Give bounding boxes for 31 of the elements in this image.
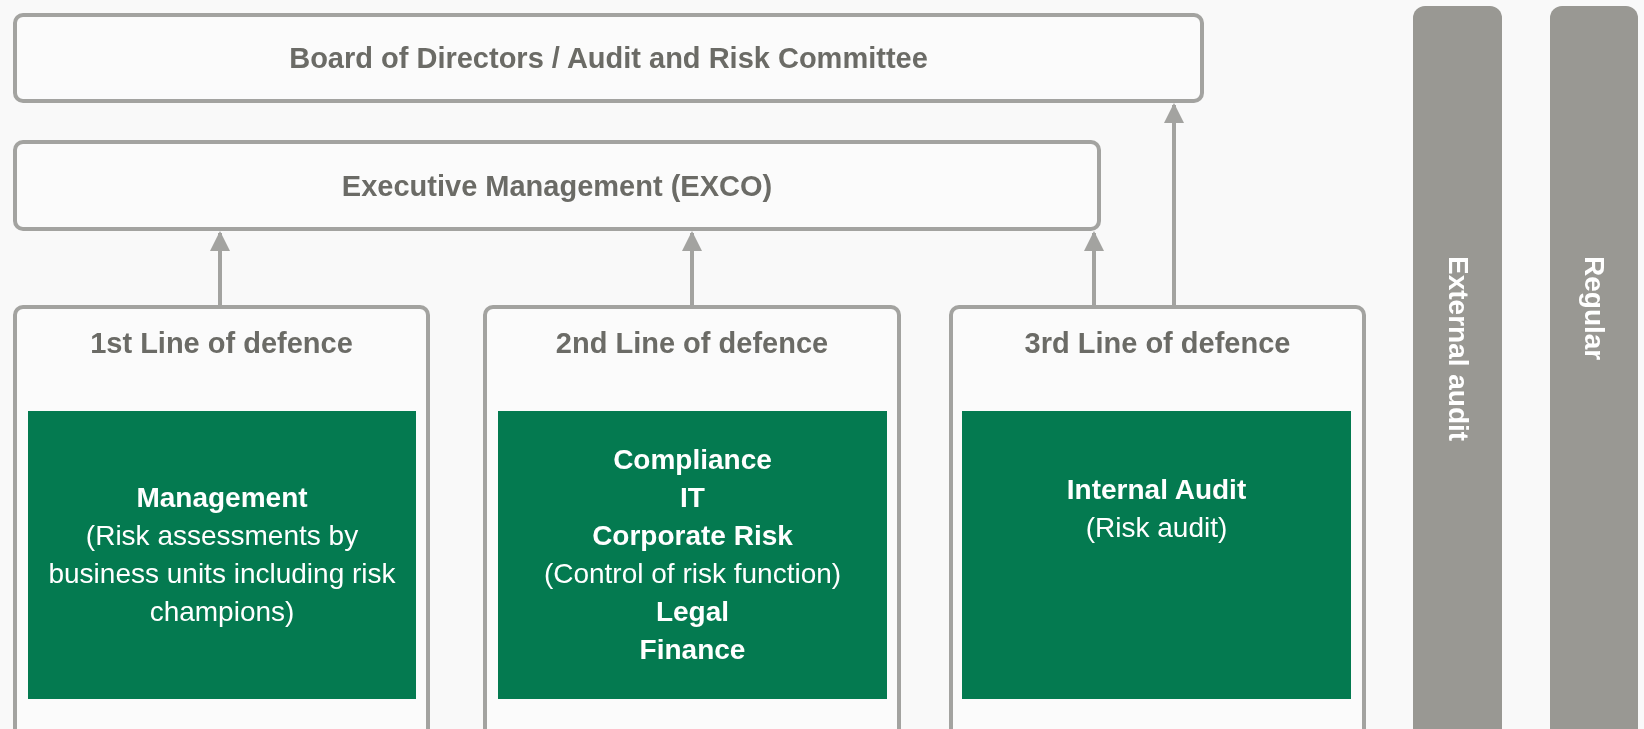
box-label: Executive Management (EXCO) xyxy=(340,169,774,202)
function-title: Management xyxy=(136,481,308,515)
function-description: (Risk audit) xyxy=(1085,511,1228,545)
bar-label: External audit xyxy=(1441,256,1474,442)
arrow xyxy=(1164,103,1184,305)
arrow xyxy=(210,231,230,305)
panel-heading: 3rd Line of defence xyxy=(1023,327,1292,360)
box-label: Board of Directors / Audit and Risk Committee xyxy=(288,41,929,75)
function-box xyxy=(962,411,1351,699)
management-box xyxy=(13,140,1101,231)
arrow xyxy=(1084,231,1104,305)
board-box xyxy=(13,13,1204,103)
panel-heading: 1st Line of defence xyxy=(89,327,354,360)
function-title: Legal xyxy=(655,595,730,629)
vertical-bar xyxy=(1550,6,1638,729)
function-title: Compliance xyxy=(613,443,772,477)
function-box xyxy=(498,411,887,699)
panel-heading: 2nd Line of defence xyxy=(554,327,830,360)
arrow xyxy=(682,231,702,305)
function-box xyxy=(28,411,416,699)
function-title: Finance xyxy=(639,633,746,667)
line-of-defence-panel xyxy=(949,305,1366,729)
line-of-defence-panel xyxy=(13,305,430,729)
line-of-defence-panel xyxy=(483,305,901,729)
function-title: IT xyxy=(680,481,705,515)
function-description: (Risk assessments by business units including risk champions) xyxy=(47,519,397,629)
vertical-bar xyxy=(1413,6,1502,729)
function-title: Internal Audit xyxy=(1066,473,1247,507)
function-description: (Control of risk function) xyxy=(543,557,842,591)
function-title: Corporate Risk xyxy=(592,519,793,553)
bar-label: Regular xyxy=(1578,256,1610,361)
